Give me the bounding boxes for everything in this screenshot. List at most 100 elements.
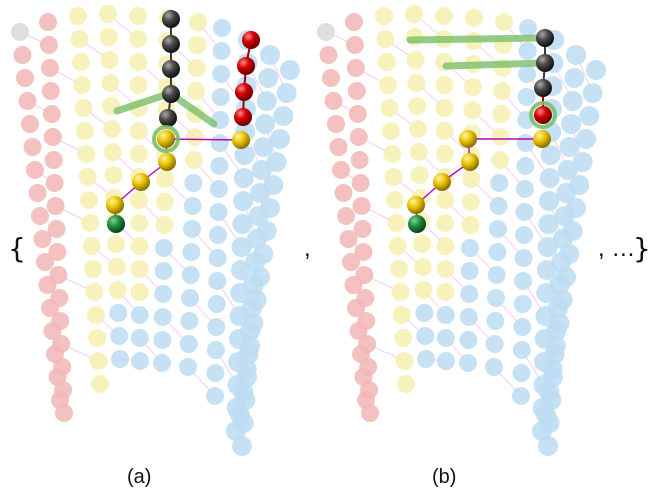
yellow-sphere bbox=[380, 99, 399, 117]
gold-sphere bbox=[433, 173, 451, 191]
blue-sphere bbox=[485, 335, 504, 353]
yellow-sphere bbox=[390, 260, 409, 278]
yellow-sphere bbox=[78, 168, 97, 186]
blue-sphere bbox=[515, 180, 534, 198]
pink-sphere bbox=[337, 207, 355, 225]
blue-sphere bbox=[153, 354, 171, 372]
blue-sphere bbox=[566, 198, 586, 218]
yellow-sphere bbox=[188, 36, 207, 54]
blue-sphere bbox=[236, 359, 257, 379]
blue-sphere bbox=[256, 91, 277, 111]
blue-sphere bbox=[436, 329, 455, 347]
yellow-sphere bbox=[85, 283, 104, 301]
blue-sphere bbox=[579, 106, 600, 126]
gold-sphere bbox=[157, 130, 175, 148]
pink-sphere bbox=[51, 312, 70, 330]
blue-sphere bbox=[562, 91, 583, 111]
blue-sphere bbox=[513, 318, 532, 336]
pink-sphere bbox=[358, 335, 377, 353]
blue-sphere bbox=[512, 341, 531, 359]
blue-sphere bbox=[260, 45, 280, 65]
blue-sphere bbox=[514, 272, 533, 290]
blue-sphere bbox=[179, 335, 198, 353]
gray-sphere bbox=[11, 23, 29, 41]
pink-sphere bbox=[55, 404, 73, 422]
blue-sphere bbox=[210, 157, 229, 175]
dark-sphere bbox=[536, 29, 554, 47]
blue-sphere bbox=[181, 266, 200, 284]
yellow-sphere bbox=[435, 99, 454, 117]
yellow-sphere bbox=[492, 105, 511, 123]
blue-sphere bbox=[516, 157, 535, 175]
yellow-sphere bbox=[435, 7, 453, 25]
pink-sphere bbox=[16, 69, 34, 87]
blue-sphere bbox=[562, 221, 583, 241]
blue-sphere bbox=[515, 226, 534, 244]
blue-sphere bbox=[514, 249, 533, 267]
yellow-sphere bbox=[377, 53, 396, 71]
yellow-sphere bbox=[406, 51, 425, 69]
selection-ring bbox=[529, 101, 557, 129]
pink-sphere bbox=[39, 36, 58, 54]
pink-sphere bbox=[42, 105, 61, 123]
blue-sphere bbox=[539, 382, 560, 402]
yellow-sphere bbox=[397, 375, 415, 393]
open-brace: { bbox=[8, 232, 26, 265]
yellow-sphere bbox=[392, 306, 411, 324]
yellow-sphere bbox=[107, 258, 126, 276]
blue-sphere bbox=[460, 262, 479, 280]
blue-sphere bbox=[517, 88, 536, 106]
yellow-sphere bbox=[387, 214, 406, 232]
blue-sphere bbox=[540, 145, 561, 165]
pink-sphere bbox=[327, 115, 345, 133]
pink-sphere bbox=[45, 174, 64, 192]
blue-sphere bbox=[183, 220, 201, 238]
yellow-sphere bbox=[495, 13, 513, 31]
blue-sphere bbox=[518, 65, 537, 83]
blue-sphere bbox=[233, 191, 254, 211]
pink-sphere bbox=[31, 207, 49, 225]
path-edge bbox=[113, 90, 172, 115]
yellow-sphere bbox=[80, 191, 98, 209]
blue-sphere bbox=[111, 350, 129, 368]
blue-sphere bbox=[181, 289, 199, 307]
blue-sphere bbox=[559, 244, 580, 264]
pink-sphere bbox=[36, 253, 54, 271]
blue-sphere bbox=[416, 327, 435, 345]
blue-sphere bbox=[461, 239, 479, 257]
pink-sphere bbox=[48, 243, 67, 261]
yellow-sphere bbox=[101, 74, 120, 92]
blue-sphere bbox=[210, 134, 229, 152]
selection-ring bbox=[152, 125, 180, 153]
yellow-sphere bbox=[156, 170, 175, 188]
yellow-sphere bbox=[103, 143, 122, 161]
yellow-sphere bbox=[100, 51, 119, 69]
blue-sphere bbox=[153, 331, 172, 349]
blue-sphere bbox=[460, 285, 479, 303]
pink-sphere bbox=[345, 13, 363, 31]
pink-sphere bbox=[18, 92, 37, 110]
yellow-sphere bbox=[436, 191, 455, 209]
blue-sphere bbox=[486, 312, 505, 330]
yellow-sphere bbox=[185, 128, 204, 146]
yellow-sphere bbox=[414, 281, 433, 299]
blue-sphere bbox=[233, 168, 254, 188]
blue-sphere bbox=[232, 436, 252, 456]
yellow-sphere bbox=[74, 99, 93, 117]
blue-sphere bbox=[487, 289, 505, 307]
blue-sphere bbox=[569, 175, 590, 195]
pink-sphere bbox=[46, 197, 65, 215]
yellow-sphere bbox=[436, 260, 455, 278]
blue-sphere bbox=[266, 152, 287, 172]
blue-sphere bbox=[110, 327, 129, 345]
blue-sphere bbox=[512, 364, 531, 382]
blue-sphere bbox=[231, 237, 252, 257]
blue-sphere bbox=[572, 152, 593, 172]
pink-sphere bbox=[50, 289, 69, 307]
blue-sphere bbox=[109, 304, 128, 322]
yellow-sphere bbox=[384, 168, 403, 186]
yellow-sphere bbox=[71, 53, 90, 71]
blue-sphere bbox=[130, 329, 149, 347]
blue-sphere bbox=[485, 358, 503, 376]
yellow-sphere bbox=[187, 82, 205, 100]
